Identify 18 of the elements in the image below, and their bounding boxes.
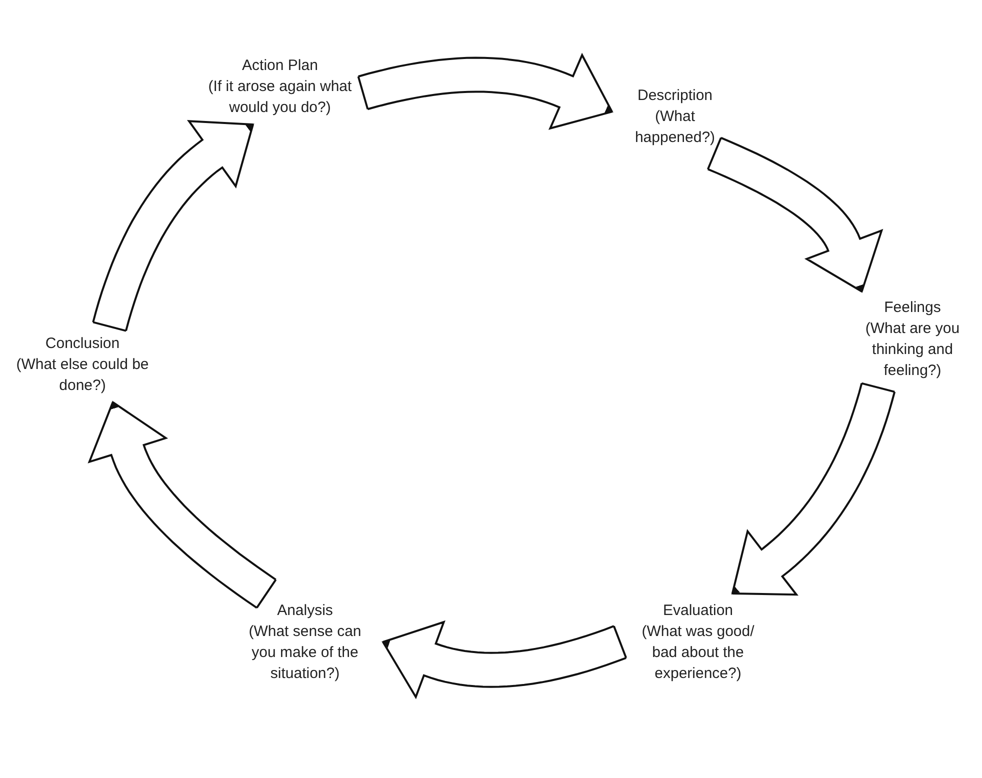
step-question: (What sense can you make of the situation?) — [248, 622, 362, 684]
step-title: Evaluation — [662, 601, 734, 621]
block-arrow — [357, 52, 614, 130]
step-title: Analysis — [276, 601, 334, 621]
step-title: Description — [636, 86, 714, 106]
step-title: Conclusion — [44, 334, 121, 354]
step-question: (What was good/ bad about the experience?) — [640, 622, 756, 684]
block-arrow — [706, 136, 884, 294]
step-question: (If it arose again what would you do?) — [207, 77, 353, 118]
step-question: (What happened?) — [634, 107, 716, 148]
step-question: (What are you thinking and feeling?) — [864, 319, 961, 381]
step-question: (What else could be done?) — [15, 355, 150, 396]
step-title: Action Plan — [241, 56, 319, 76]
step-title: Feelings — [883, 298, 942, 318]
block-arrow — [88, 400, 277, 609]
block-arrow — [731, 382, 896, 596]
block-arrow — [92, 120, 254, 332]
block-arrow — [381, 620, 628, 700]
